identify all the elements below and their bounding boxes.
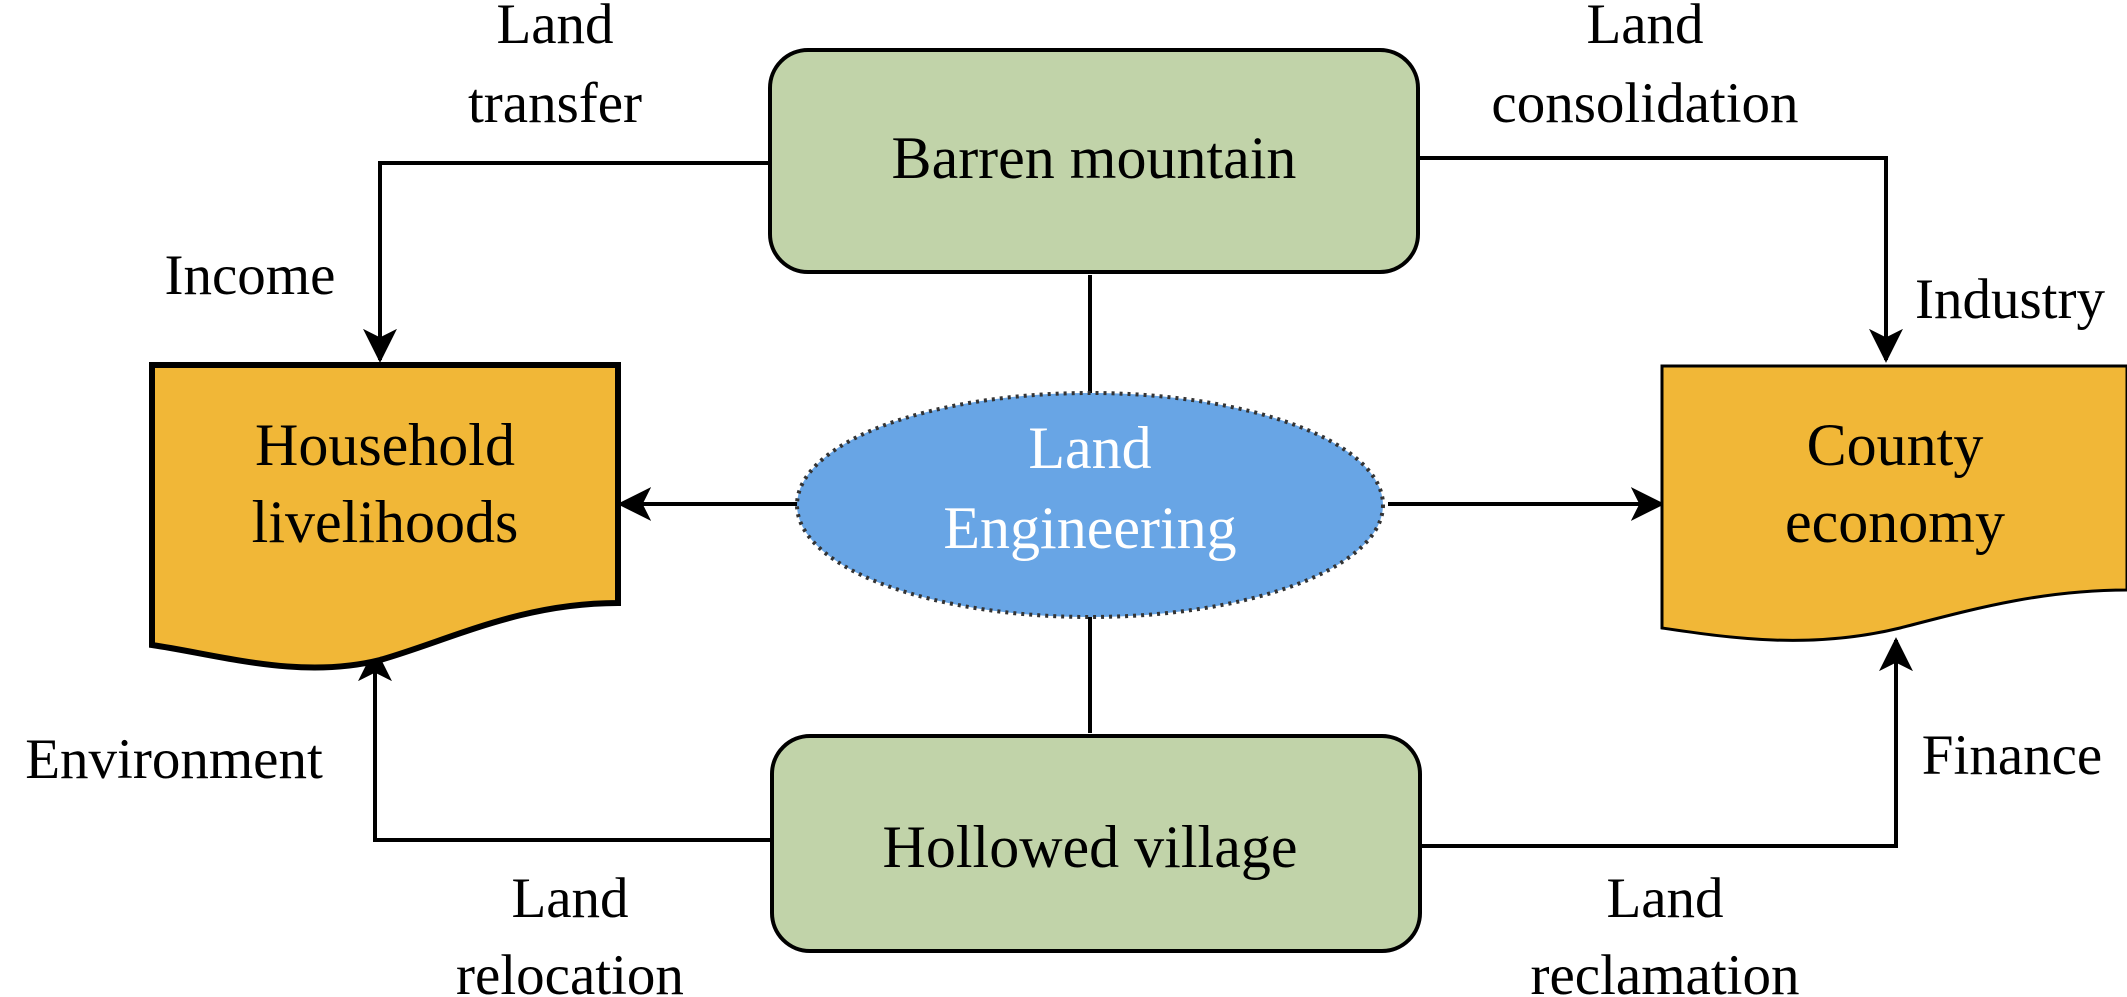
connector-barren-to-household [363,161,770,363]
barren-mountain-label: Barren mountain [892,125,1297,191]
connector-hollowed-to-household [358,647,770,842]
industry-label: Industry [1915,268,2105,331]
environment-label: Environment [25,728,323,791]
household-livelihoods-line1: Household [255,412,515,478]
hollowed-village-label: Hollowed village [883,814,1298,880]
household-livelihoods-shape [149,362,621,671]
land-transfer-label-line1: Land [496,0,613,56]
county-economy-line1: County [1807,412,1984,478]
county-economy-document: County economy [1660,364,2127,642]
barren-mountain-box: Barren mountain [768,48,1420,274]
land-reclamation-label-line1: Land [1606,867,1723,930]
land-engineering-node: Land Engineering [795,391,1385,619]
land-relocation-label-line1: Land [511,867,628,930]
land-consolidation-label-line1: Land [1586,0,1703,56]
connector-barren-to-county [1418,156,1903,363]
county-economy-shape [1660,364,2127,642]
land-reclamation-label-line2: reclamation [1530,944,1799,997]
land-consolidation-label-line2: consolidation [1491,72,1798,135]
land-transfer-label-line2: transfer [468,72,642,135]
finance-label: Finance [1922,724,2102,787]
connector-hollowed-to-county [1418,637,1913,848]
land-engineering-line1: Land [1028,415,1151,481]
land-relocation-label-line2: relocation [456,944,684,997]
household-livelihoods-document: Household livelihoods [149,362,621,671]
household-livelihoods-line2: livelihoods [252,489,519,555]
land-engineering-line2: Engineering [943,495,1236,561]
county-economy-line2: economy [1785,489,2005,555]
hollowed-village-box: Hollowed village [770,734,1422,953]
income-label: Income [165,244,336,307]
